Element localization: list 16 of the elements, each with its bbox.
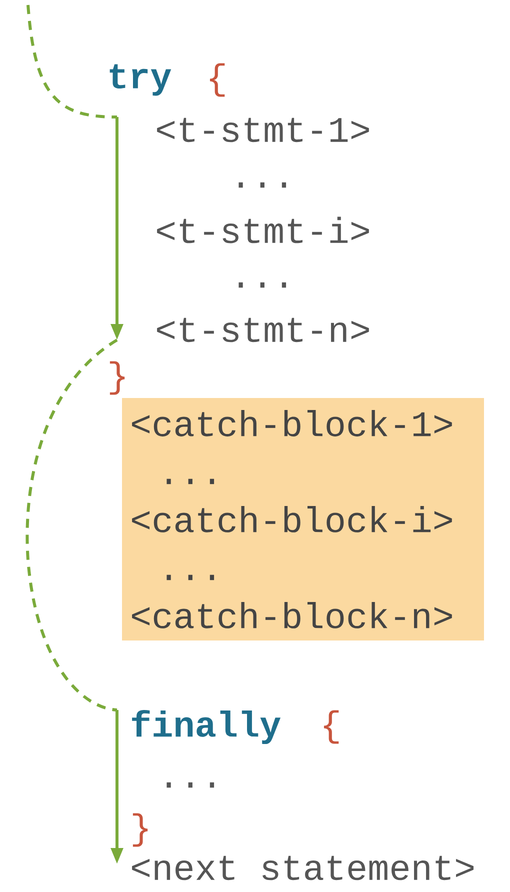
brace: {: [210, 63, 225, 97]
code-line: <t-stmt-1>: [157, 118, 369, 142]
ellipsis: ...: [238, 282, 286, 288]
dashed-flow-line: [26, 4, 118, 118]
catch-block-box: <catch-block-1> ... <catch-block-i> ... <catch-block-n>: [122, 398, 484, 640]
brace: {: [324, 710, 339, 744]
keyword: try: [110, 64, 172, 96]
keyword: finally: [132, 710, 281, 744]
code-line: <t-stmt-i>: [157, 216, 369, 244]
code-line: <next statement>: [132, 856, 474, 880]
brace: }: [110, 361, 125, 395]
brace: }: [132, 813, 148, 847]
ellipsis: ...: [166, 782, 214, 788]
dashed-flow-line: [26, 338, 118, 712]
code-line: <t-stmt-n>: [157, 318, 369, 342]
ellipsis: ...: [238, 182, 286, 188]
